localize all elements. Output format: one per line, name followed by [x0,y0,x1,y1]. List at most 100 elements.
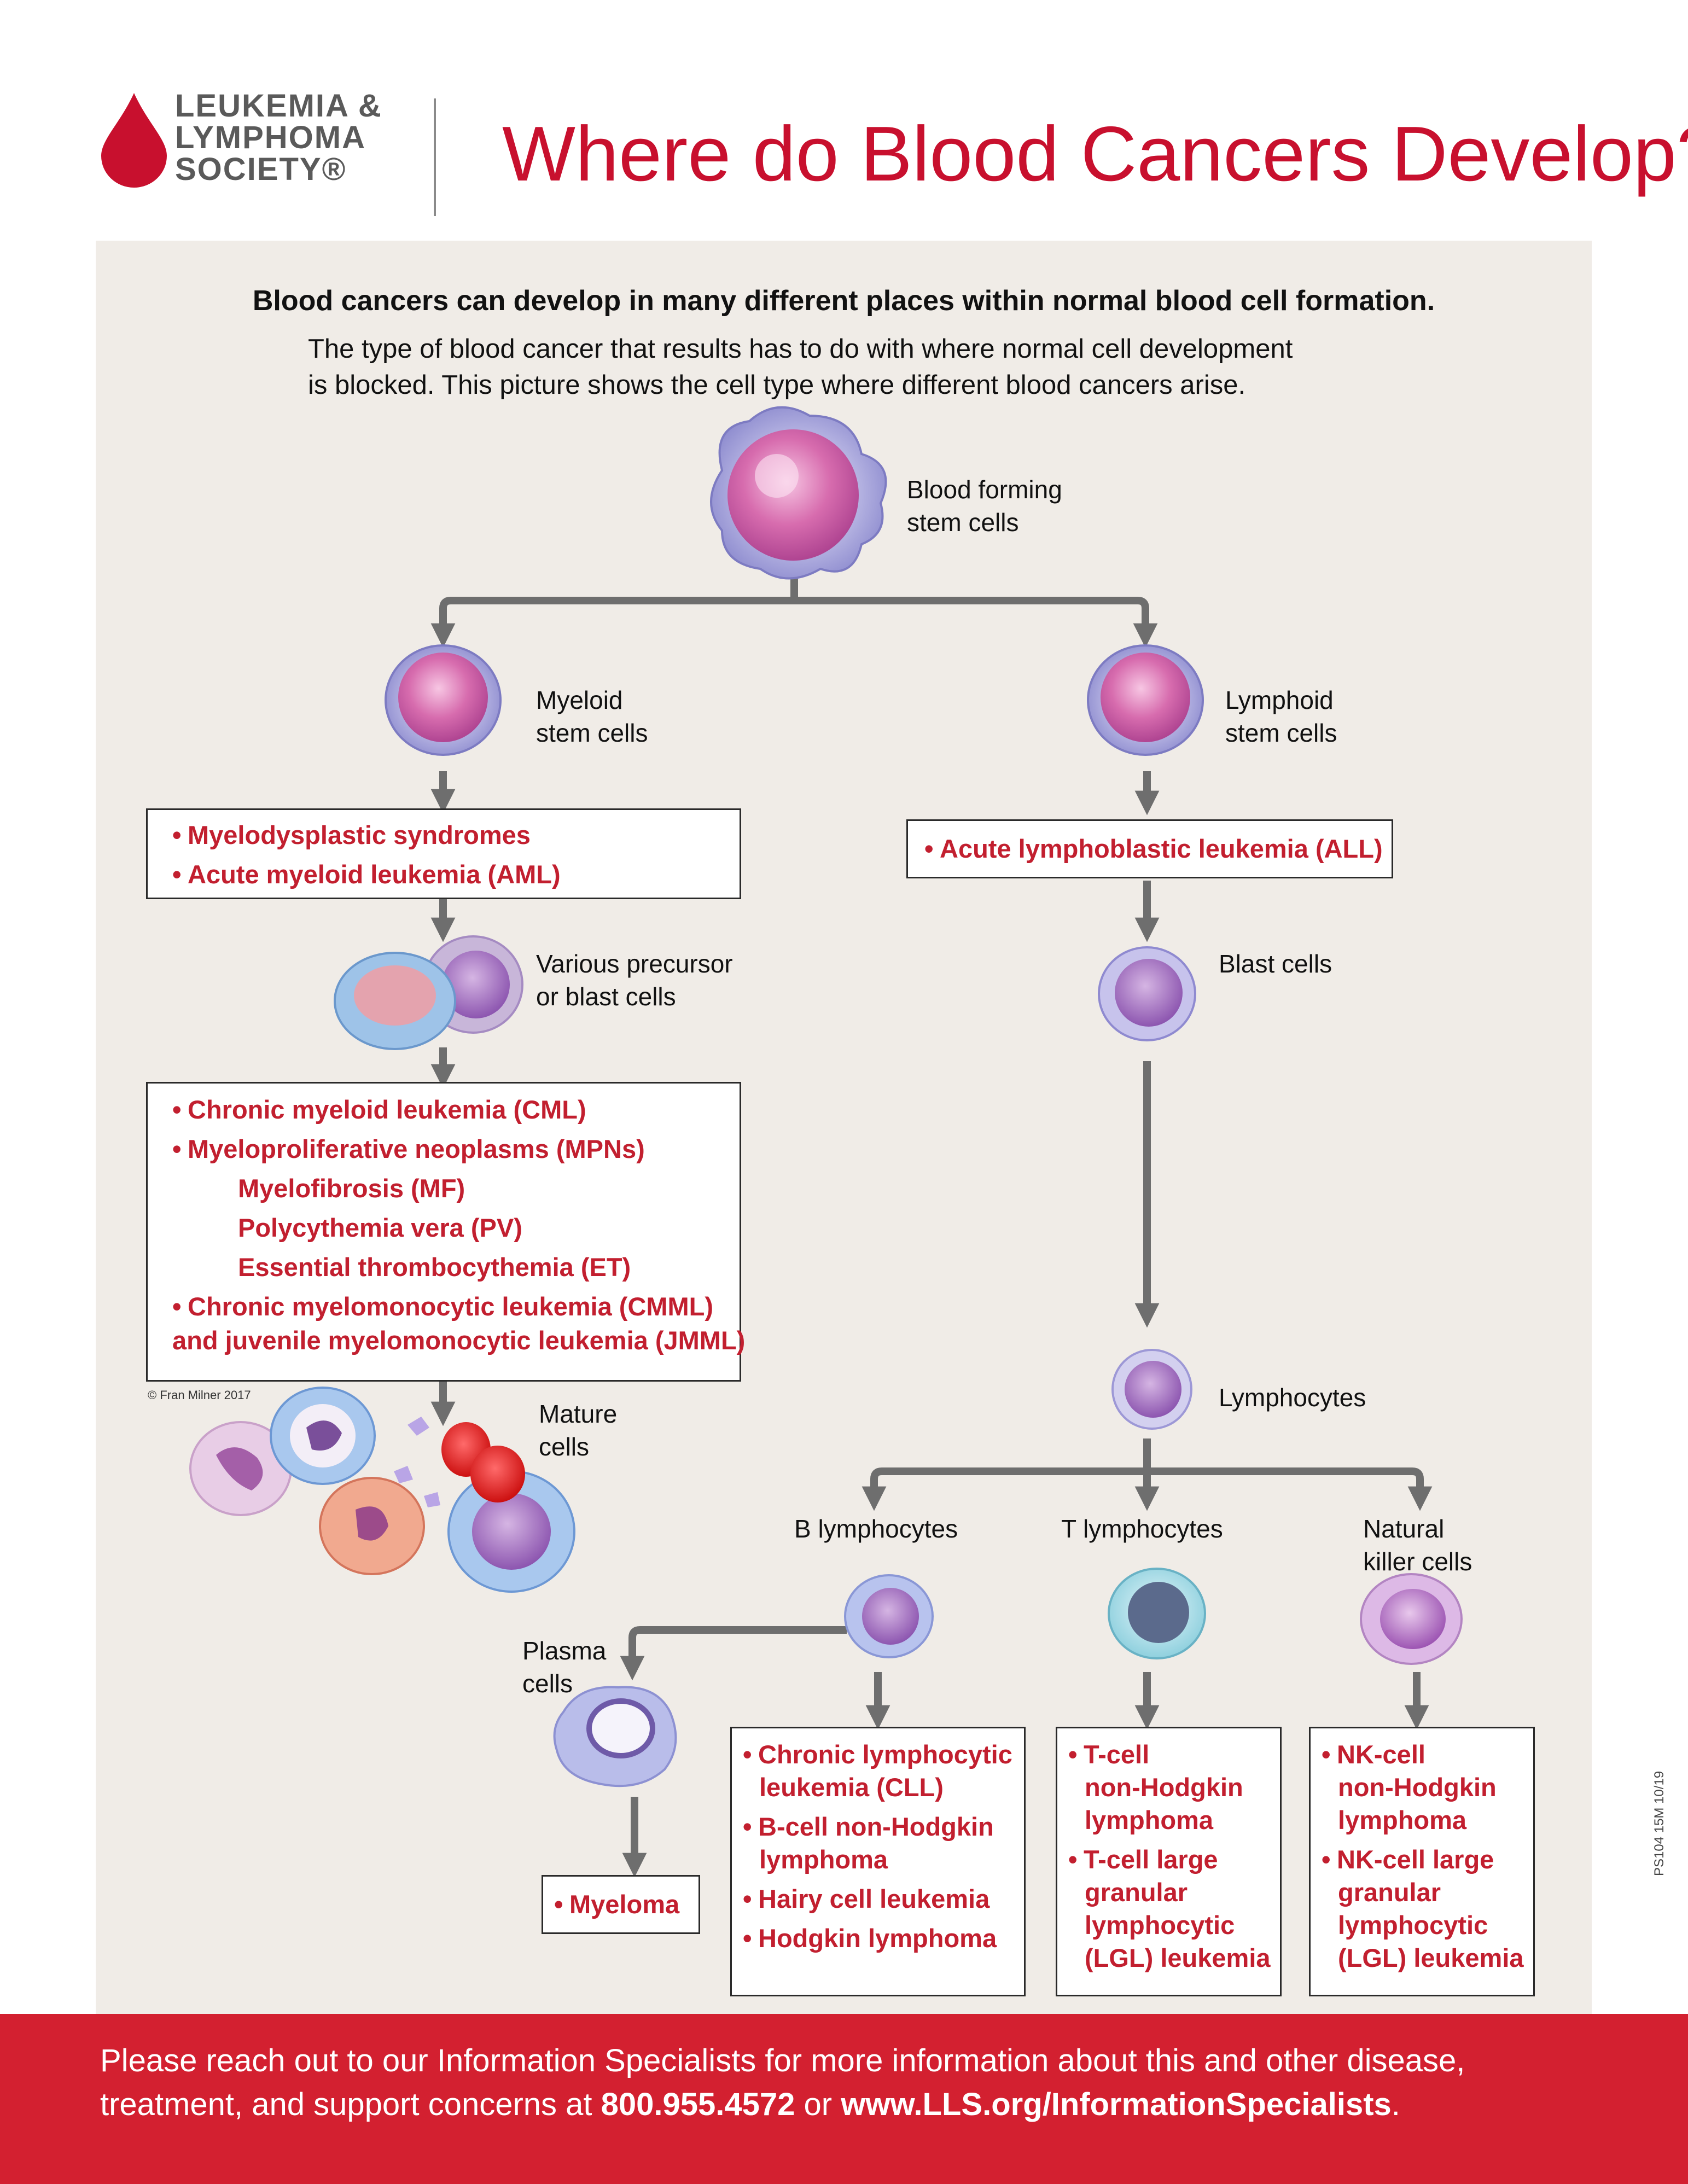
cancer-item-continuation: (LGL) leukemia [1085,1943,1271,1972]
blood-drop-logo-icon [101,93,167,188]
cancer-item-continuation: lymphocytic [1085,1911,1235,1940]
cancer-item-text: Myelodysplastic syndromes [188,820,531,849]
logo-line: SOCIETY® [175,152,347,187]
cancer-item: •Acute myeloid leukemia (AML) [172,860,561,889]
label-line: Lymphocytes [1219,1383,1366,1412]
label-line: T lymphocytes [1061,1515,1223,1543]
intro-text: The type of blood cancer that results ha… [308,331,1402,403]
logo-line: LYMPHOMA [175,120,366,155]
cancer-item-continuation: leukemia (CLL) [759,1773,944,1802]
lymphoid-stem-cell-illustration [1087,644,1204,756]
label-line: cells [539,1432,590,1461]
connector [1147,1467,1433,1511]
cancer-item-continuation: lymphocytic [1338,1911,1488,1940]
document-code: PS104 15M 10/19 [1652,1771,1667,1876]
cancer-item-continuation: non-Hodgkin [1338,1773,1497,1802]
label-line: B lymphocytes [794,1515,958,1543]
footer-or: or [795,2087,841,2122]
cancer-item-continuation: lymphoma [1085,1806,1214,1834]
intro-line: The type of blood cancer that results ha… [308,334,1293,364]
footer-url-link[interactable]: www.LLS.org/InformationSpecialists [841,2087,1392,2122]
logo-line: LEUKEMIA & [175,88,382,124]
label-line: Mature [539,1400,618,1428]
cancer-item-text: B-cell non-Hodgkin [758,1812,994,1841]
blast-cell-illustration [1098,946,1196,1041]
connector [862,1467,1147,1511]
cancer-item-text: Acute myeloid leukemia (AML) [188,860,561,889]
all-box: •Acute lymphoblastic leukemia (ALL) [906,819,1393,878]
organization-logo: LEUKEMIA & LYMPHOMA SOCIETY® [175,90,405,185]
b-cell-cancers-box: •Chronic lymphocytic leukemia (CLL) •B-c… [730,1727,1026,1996]
cancer-item-continuation: lymphoma [759,1845,888,1874]
myeloma-box: •Myeloma [542,1875,700,1934]
nk-cell-cancers-box: •NK-cell non-Hodgkin lymphoma •NK-cell l… [1309,1727,1535,1996]
intro-line: is blocked. This picture shows the cell … [308,370,1246,400]
cancer-item: •Chronic myeloid leukemia (CML) [172,1095,586,1124]
cancer-subitem: Myelofibrosis (MF) [238,1174,465,1203]
nk-cell-illustration [1360,1573,1463,1665]
cancer-item-text: Chronic myeloid leukemia (CML) [188,1095,586,1124]
label-blood-forming-stem-cells: Blood forming stem cells [907,473,1062,539]
cancer-item: •Chronic myelomonocytic leukemia (CMML) [172,1292,714,1321]
cancer-item-continuation: non-Hodgkin [1085,1773,1243,1802]
label-line: Plasma [522,1636,607,1665]
label-line: or blast cells [536,982,676,1011]
label-line: Blood forming [907,475,1062,504]
label-line: Natural [1363,1515,1445,1543]
cancer-item-continuation: granular [1338,1878,1441,1907]
myeloid-stem-cell-illustration [385,644,502,756]
label-line: Myeloid [536,686,623,714]
cancer-item-continuation: (LGL) leukemia [1338,1943,1524,1972]
cancer-item-text: Acute lymphoblastic leukemia (ALL) [940,834,1383,863]
lymphocyte-illustration [1111,1349,1192,1430]
label-myeloid-stem-cells: Myeloid stem cells [536,684,648,749]
cancer-subitem: Polycythemia vera (PV) [238,1213,522,1242]
cancer-item: •NK-cell [1322,1740,1425,1769]
mature-cells-illustration [189,1387,575,1593]
illustration-credit: © Fran Milner 2017 [148,1388,251,1402]
cancer-item: •Hodgkin lymphoma [743,1924,997,1953]
cancer-item: •T-cell large [1068,1845,1218,1874]
footer-phone[interactable]: 800.955.4572 [601,2087,795,2122]
footer-line: Please reach out to our Information Spec… [100,2043,1465,2078]
cancer-item: •NK-cell large [1322,1845,1494,1874]
label-natural-killer-cells: Natural killer cells [1363,1512,1472,1578]
cancer-item: •Myeloproliferative neoplasms (MPNs) [172,1134,645,1163]
connector [620,1626,847,1681]
cancer-item: •Myelodysplastic syndromes [172,820,531,849]
stem-cell-illustration [710,406,887,580]
label-mature-cells: Mature cells [539,1397,617,1463]
cancer-item: •T-cell [1068,1740,1150,1769]
label-precursor-cells: Various precursor or blast cells [536,947,733,1013]
cancer-item-text: Chronic myelomonocytic leukemia (CMML) [188,1292,714,1321]
precursor-cells-illustration [334,935,523,1050]
footer-line-start: treatment, and support concerns at [100,2087,601,2122]
cancer-item-text: Myeloproliferative neoplasms (MPNs) [188,1134,645,1163]
cancer-item: •Myeloma [554,1890,680,1919]
b-lymphocyte-illustration [844,1574,934,1658]
plasma-cell-illustration [553,1686,677,1787]
cancer-item-text: Hairy cell leukemia [758,1884,990,1913]
footer-period: . [1391,2087,1400,2122]
cancer-item: •Acute lymphoblastic leukemia (ALL) [924,834,1383,863]
label-b-lymphocytes: B lymphocytes [794,1512,958,1545]
page-title: Where do Blood Cancers Develop? [502,110,1688,197]
cancer-item-text: T-cell [1084,1740,1150,1769]
t-cell-cancers-box: •T-cell non-Hodgkin lymphoma •T-cell lar… [1056,1727,1282,1996]
myeloid-cancers-box: •Myelodysplastic syndromes •Acute myeloi… [146,808,741,899]
cancer-item-text: Hodgkin lymphoma [758,1924,997,1953]
chronic-myeloid-box: •Chronic myeloid leukemia (CML) •Myelopr… [146,1082,746,1382]
cancer-item-continuation: and juvenile myelomonocytic leukemia (JM… [172,1326,746,1355]
label-line: Lymphoid [1225,686,1334,714]
label-blast-cells: Blast cells [1219,947,1332,980]
cancer-item-text: NK-cell large [1337,1845,1494,1874]
cancer-item: •Chronic lymphocytic [743,1740,1012,1769]
label-line: killer cells [1363,1547,1472,1576]
label-line: cells [522,1669,573,1698]
label-line: stem cells [907,508,1019,537]
t-lymphocyte-illustration [1108,1568,1206,1659]
cancer-item-text: Chronic lymphocytic [758,1740,1012,1769]
footer-text: Please reach out to our Information Spec… [100,2039,1659,2127]
footer-bar [0,2014,1688,2184]
